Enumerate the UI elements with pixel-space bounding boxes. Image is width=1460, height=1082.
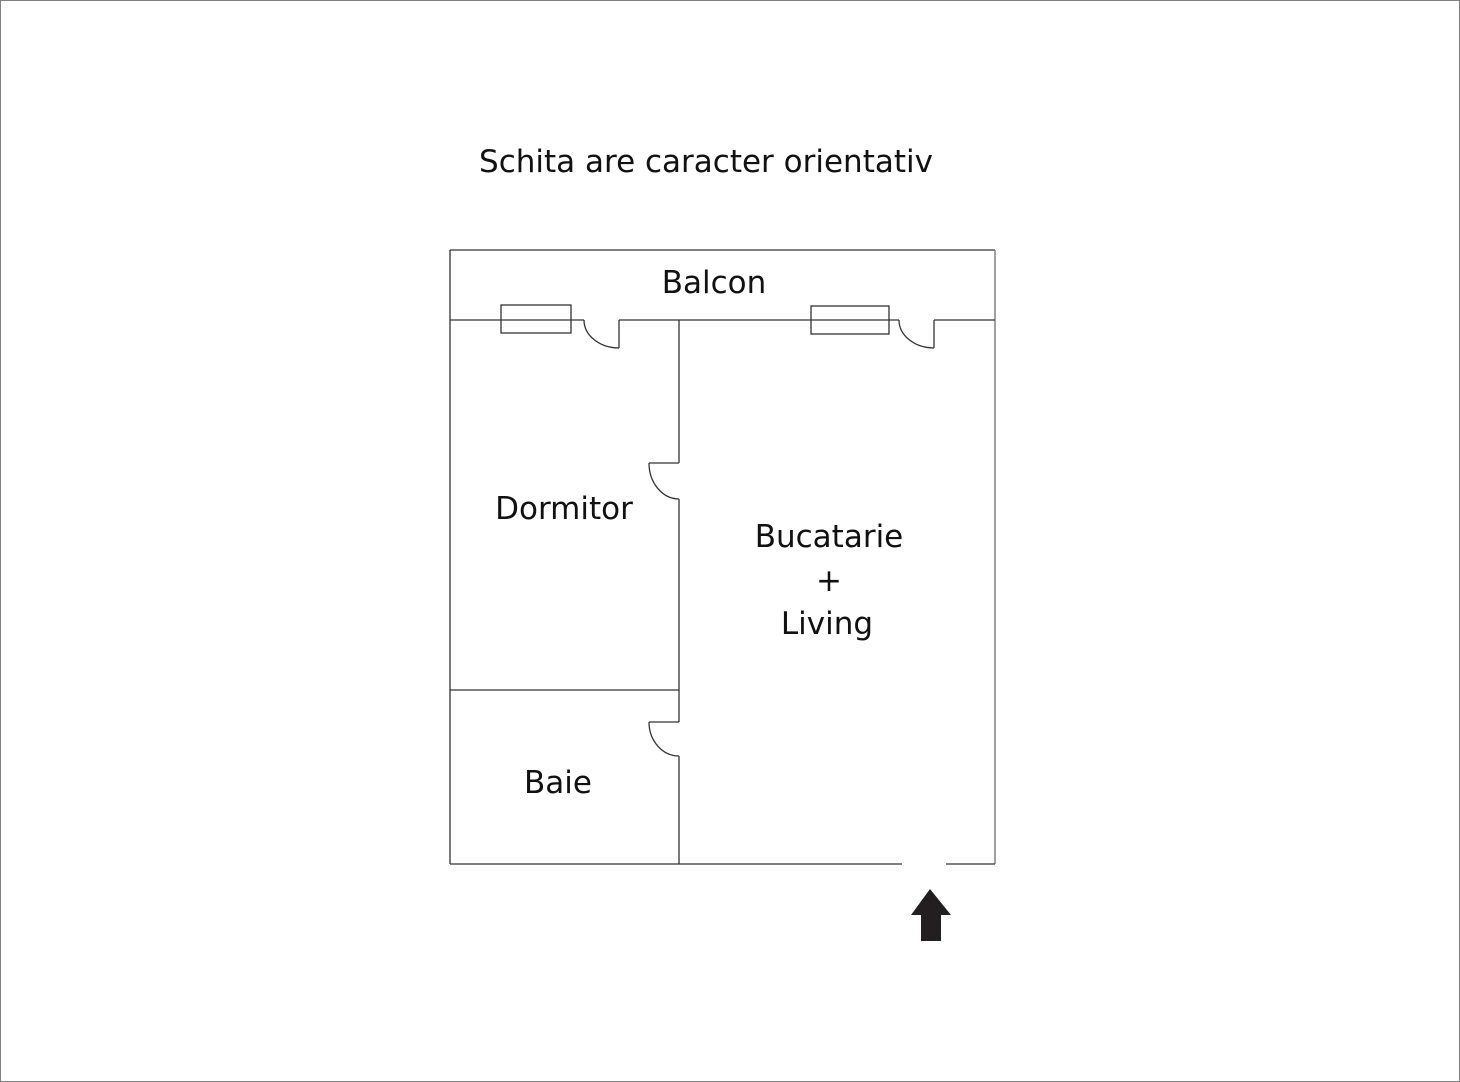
window-living [810, 305, 890, 335]
outer-walls [449, 249, 996, 865]
room-label-bathroom: Baie [524, 765, 592, 801]
plan-title: Schita are caracter orientativ [479, 144, 933, 180]
room-label-plus: + [816, 563, 842, 599]
door-bathroom [648, 721, 680, 757]
door-bedroom [648, 462, 680, 500]
arrow-up-icon [911, 889, 951, 941]
window-bedroom [500, 304, 572, 334]
room-label-kitchen: Bucatarie [755, 519, 904, 555]
door-living-balcony [898, 319, 935, 349]
room-label-bedroom: Dormitor [495, 491, 633, 527]
room-label-living: Living [781, 606, 873, 642]
door-bedroom-balcony [583, 319, 620, 349]
room-label-balcony: Balcon [662, 265, 767, 301]
